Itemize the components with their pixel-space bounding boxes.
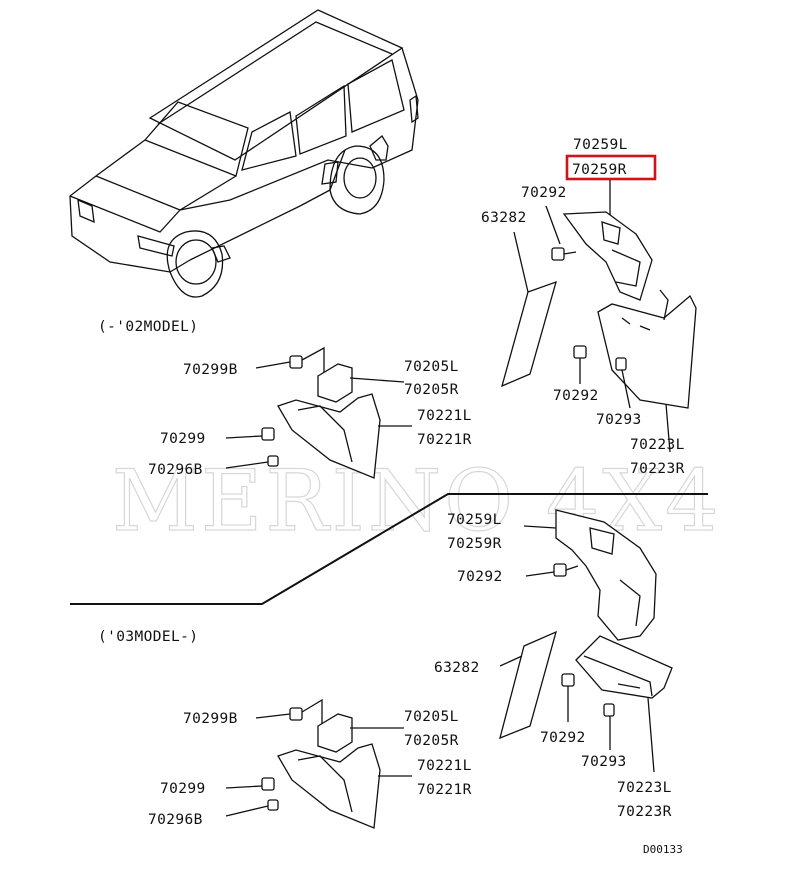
part-label-70221L-late[interactable]: 70221L	[417, 758, 472, 774]
part-label-70221R-late[interactable]: 70221R	[417, 782, 472, 798]
part-label-70293-late[interactable]: 70293	[581, 754, 627, 770]
part-label-70292-late-top[interactable]: 70292	[457, 569, 503, 585]
part-label-70259R-early[interactable]: 70259R	[572, 162, 627, 178]
front-mudguard-late-group	[225, 698, 412, 829]
diagram-code: D00133	[643, 843, 683, 856]
part-label-63282-late[interactable]: 63282	[434, 660, 480, 676]
section-label-early-model: (-'02MODEL)	[98, 319, 198, 335]
part-label-70221R-early[interactable]: 70221R	[417, 432, 472, 448]
section-divider	[70, 493, 708, 605]
part-label-70299B-early[interactable]: 70299B	[183, 362, 238, 378]
highlight-box	[565, 154, 657, 181]
rear-mudguard-early-group	[501, 154, 697, 453]
section-label-late-model: ('03MODEL-)	[98, 629, 198, 645]
part-label-70292-early-top[interactable]: 70292	[521, 185, 567, 201]
part-label-70299B-late[interactable]: 70299B	[183, 711, 238, 727]
part-label-70292-late-bottom[interactable]: 70292	[540, 730, 586, 746]
part-label-70223R-early[interactable]: 70223R	[630, 461, 685, 477]
part-label-70205R-early[interactable]: 70205R	[404, 382, 459, 398]
part-label-70296B-early[interactable]: 70296B	[148, 462, 203, 478]
part-label-70293-early[interactable]: 70293	[596, 412, 642, 428]
part-label-70259L-late[interactable]: 70259L	[447, 512, 502, 528]
part-label-70223L-late[interactable]: 70223L	[617, 780, 672, 796]
front-mudguard-early-group	[225, 346, 412, 479]
part-label-70223L-early[interactable]: 70223L	[630, 437, 685, 453]
part-label-70299-late[interactable]: 70299	[160, 781, 206, 797]
part-label-70205R-late[interactable]: 70205R	[404, 733, 459, 749]
part-label-63282-early[interactable]: 63282	[481, 210, 527, 226]
part-label-70205L-late[interactable]: 70205L	[404, 709, 459, 725]
part-label-70259L-early[interactable]: 70259L	[573, 137, 628, 153]
part-label-70221L-early[interactable]: 70221L	[417, 408, 472, 424]
part-label-70223R-late[interactable]: 70223R	[617, 804, 672, 820]
part-label-70299-early[interactable]: 70299	[160, 431, 206, 447]
part-label-70296B-late[interactable]: 70296B	[148, 812, 203, 828]
part-label-70292-early-bottom[interactable]: 70292	[553, 388, 599, 404]
rear-mudguard-late-group	[499, 509, 673, 773]
part-label-70205L-early[interactable]: 70205L	[404, 359, 459, 375]
vehicle-illustration	[69, 9, 419, 298]
part-label-70259R-late[interactable]: 70259R	[447, 536, 502, 552]
